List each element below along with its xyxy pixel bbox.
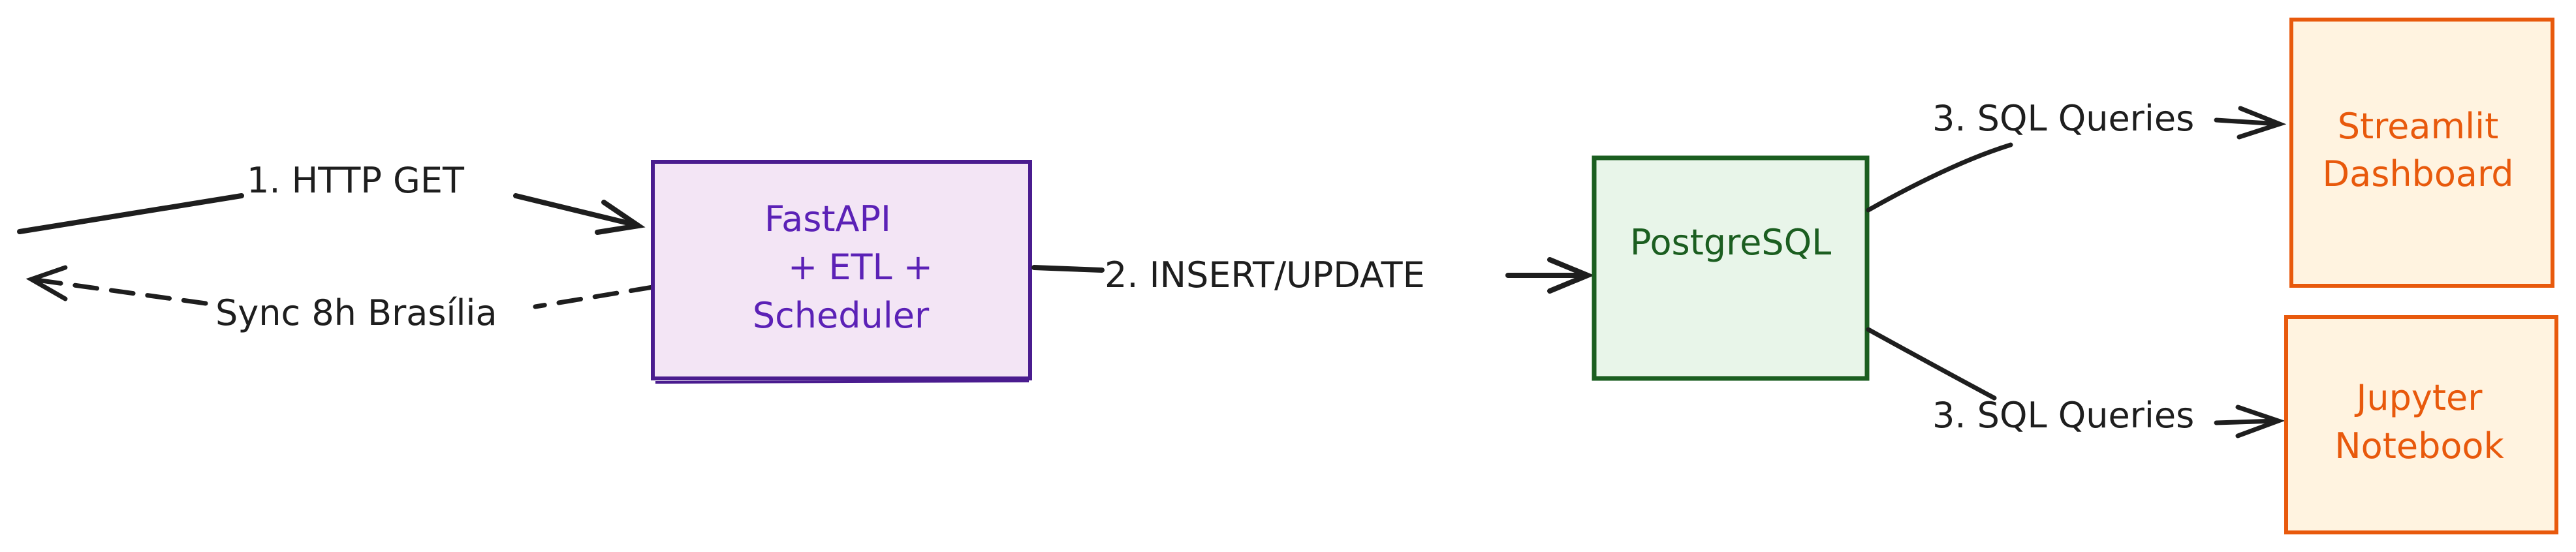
edge-sql-queries-bottom-arrowhead bbox=[2235, 405, 2285, 438]
node-fastapi-line1: FastAPI bbox=[764, 198, 891, 239]
node-fastapi: FastAPI + ETL + Scheduler bbox=[651, 160, 1032, 384]
edge-sync-line-left bbox=[29, 277, 208, 306]
edge-sql-queries-bottom bbox=[1866, 327, 2285, 438]
edge-sync-label: Sync 8h Brasília bbox=[215, 292, 497, 333]
node-streamlit: Streamlit Dashboard bbox=[2289, 18, 2554, 288]
node-postgresql: PostgreSQL bbox=[1592, 155, 1870, 381]
edge-sync bbox=[25, 265, 655, 309]
edge-insert-update-arrowhead bbox=[1547, 257, 1595, 294]
edge-sql-queries-top-arrowhead bbox=[2237, 106, 2287, 140]
node-fastapi-sketch-edge bbox=[655, 380, 1029, 384]
node-streamlit-line1: Streamlit bbox=[2338, 106, 2499, 147]
edge-http-get-label: 1. HTTP GET bbox=[247, 160, 465, 201]
node-fastapi-line3: Scheduler bbox=[753, 295, 930, 336]
edge-sql-queries-top-line-right bbox=[2214, 117, 2281, 127]
edge-sql-queries-top-label: 3. SQL Queries bbox=[1932, 98, 2194, 139]
edge-sql-queries-bottom-label: 3. SQL Queries bbox=[1932, 395, 2194, 436]
node-fastapi-line2: + ETL + bbox=[788, 247, 933, 288]
edge-sql-queries-top-line-left bbox=[1866, 142, 2013, 213]
edge-http-get-line-left bbox=[17, 193, 244, 234]
edge-http-get-line-right bbox=[513, 193, 639, 228]
node-streamlit-line2: Dashboard bbox=[2323, 153, 2514, 194]
edge-insert-update-label: 2. INSERT/UPDATE bbox=[1105, 254, 1425, 296]
edge-sql-queries-top bbox=[1866, 106, 2287, 213]
node-jupyter-box bbox=[2284, 315, 2558, 534]
node-jupyter-line2: Notebook bbox=[2334, 425, 2504, 467]
edge-sync-line-right bbox=[533, 284, 655, 309]
node-streamlit-box bbox=[2289, 18, 2554, 288]
node-jupyter: Jupyter Notebook bbox=[2284, 315, 2558, 534]
edge-insert-update bbox=[1031, 257, 1595, 294]
edge-sync-arrowhead bbox=[25, 265, 68, 301]
edge-http-get-arrowhead bbox=[595, 200, 646, 235]
node-postgresql-label: PostgreSQL bbox=[1630, 222, 1831, 263]
edge-sql-queries-bottom-line-right bbox=[2214, 418, 2280, 425]
edge-http-get bbox=[17, 193, 646, 235]
edge-insert-update-line-left bbox=[1031, 265, 1105, 273]
edge-sql-queries-bottom-line-left bbox=[1866, 327, 1997, 401]
node-fastapi-box bbox=[651, 160, 1032, 380]
node-jupyter-line1: Jupyter bbox=[2355, 377, 2483, 418]
node-postgresql-box bbox=[1592, 155, 1870, 381]
